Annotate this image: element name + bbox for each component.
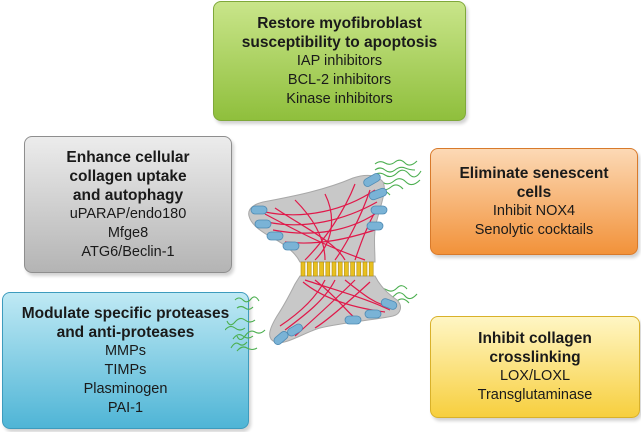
collagen-fibril — [374, 166, 416, 173]
collagen-fibril — [236, 346, 258, 352]
focal-adhesion — [370, 205, 388, 215]
focal-adhesions — [250, 173, 398, 345]
junction-bar — [325, 261, 331, 277]
myofibroblast-illustration — [225, 159, 422, 352]
list-item: Mfge8 — [107, 224, 149, 241]
box-title: Enhance cellular collagen uptake and aut… — [66, 148, 190, 204]
strategy-box-proteases: Modulate specific proteases and anti-pro… — [2, 292, 249, 429]
collagen-fibril — [225, 325, 246, 331]
list-item: TIMPs — [104, 361, 147, 378]
cell-junction — [300, 261, 374, 277]
collagen-fibril — [372, 169, 422, 178]
strategy-box-apoptosis: Restore myofibroblast susceptibility to … — [213, 1, 466, 121]
list-item: Inhibit NOX4 — [492, 202, 576, 219]
strategy-box-crosslinking: Inhibit collagen crosslinking LOX/LOXL T… — [430, 316, 640, 418]
stress-fiber — [279, 279, 326, 327]
box-title: Inhibit collagen crosslinking — [478, 330, 592, 366]
focal-adhesion — [363, 173, 381, 187]
junction-bar — [300, 261, 306, 277]
collagen-fibril — [234, 296, 260, 303]
collagen-fibril — [232, 334, 254, 340]
stress-fiber — [334, 189, 371, 261]
junction-bar — [331, 261, 337, 277]
collagen-fibril — [374, 159, 418, 166]
focal-adhesion — [368, 187, 388, 201]
stress-fiber — [304, 183, 356, 261]
stress-fiber — [274, 207, 346, 261]
stress-fiber — [264, 189, 376, 216]
stress-fiber — [284, 279, 336, 331]
box-title: Modulate specific proteases and anti-pro… — [21, 304, 230, 341]
list-item: Senolytic cocktails — [474, 221, 594, 238]
list-item: ATG6/Beclin-1 — [81, 243, 175, 260]
focal-adhesion — [366, 221, 384, 231]
junction-bar — [368, 261, 374, 277]
focal-adhesion — [364, 309, 382, 319]
list-item: BCL-2 inhibitors — [287, 71, 392, 88]
box-title: Restore myofibroblast susceptibility to … — [241, 14, 438, 51]
junction-bar — [362, 261, 368, 277]
list-item: IAP inhibitors — [296, 52, 383, 69]
box-title: Eliminate senescent cells — [459, 164, 609, 201]
stress-fiber — [314, 281, 371, 329]
stress-fiber — [314, 193, 333, 261]
collagen-fibril — [236, 329, 266, 341]
list-item: Plasminogen — [83, 380, 168, 397]
junction-bar — [313, 261, 318, 277]
focal-adhesion — [344, 315, 362, 325]
junction-bar — [350, 261, 355, 277]
cell-body-upper — [248, 174, 385, 263]
focal-adhesion — [266, 231, 284, 241]
focal-adhesion — [250, 205, 268, 215]
focal-adhesion — [282, 241, 300, 251]
stress-fiber — [264, 213, 366, 261]
junction-bar — [319, 261, 324, 277]
junction-bar — [306, 261, 312, 277]
list-item: LOX/LOXL — [499, 368, 571, 384]
list-item: Transglutaminase — [477, 387, 593, 403]
focal-adhesion — [273, 331, 289, 345]
collagen-fibril — [226, 317, 256, 326]
stress-fiber — [294, 199, 326, 261]
strategy-box-collagen-uptake: Enhance cellular collagen uptake and aut… — [24, 136, 232, 273]
collagen-fibril — [236, 305, 254, 310]
strategy-box-senescent: Eliminate senescent cells Inhibit NOX4 S… — [430, 148, 638, 255]
stress-fiber — [266, 201, 378, 226]
junction-bar — [344, 261, 349, 277]
junction-bar — [337, 261, 343, 277]
junction-bar — [356, 261, 362, 277]
list-item: PAI-1 — [107, 399, 144, 416]
list-item: Kinase inhibitors — [286, 90, 393, 107]
list-item: MMPs — [104, 342, 147, 359]
stress-fiber — [304, 279, 391, 311]
list-item: uPARAP/endo180 — [69, 205, 187, 222]
collagen-fibril — [230, 341, 248, 349]
focal-adhesion — [254, 219, 272, 229]
focal-adhesion — [380, 298, 398, 310]
